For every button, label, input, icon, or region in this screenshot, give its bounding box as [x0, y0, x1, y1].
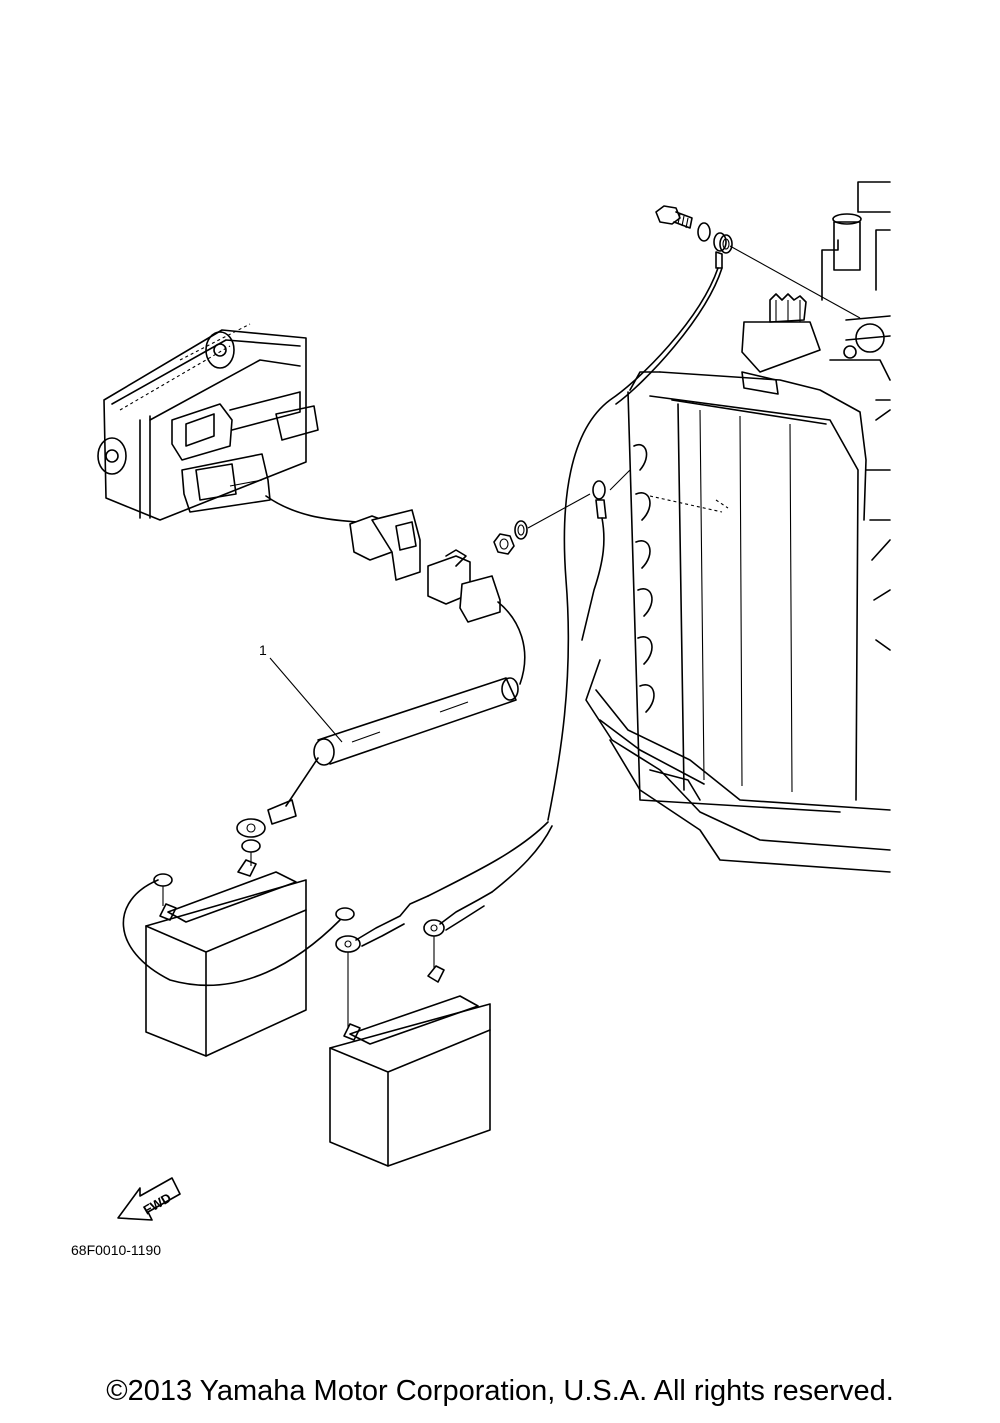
fwd-direction-marker: FWD	[117, 1177, 181, 1221]
control-unit	[97, 323, 319, 521]
ground-lead-upper	[547, 232, 727, 821]
sleeve-part-1: 1	[236, 642, 519, 838]
copyright-notice: ©2013 Yamaha Motor Corporation, U.S.A. A…	[106, 1375, 894, 1407]
battery-left	[122, 839, 341, 1057]
drawing-code: 68F0010-1190	[71, 1242, 162, 1258]
callout-1: 1	[259, 642, 267, 658]
battery-right	[329, 821, 553, 1167]
harness-connector-pair	[265, 495, 526, 685]
ground-lead-middle	[493, 469, 631, 641]
engine-block	[585, 181, 891, 873]
bolt-assembly	[655, 205, 861, 319]
